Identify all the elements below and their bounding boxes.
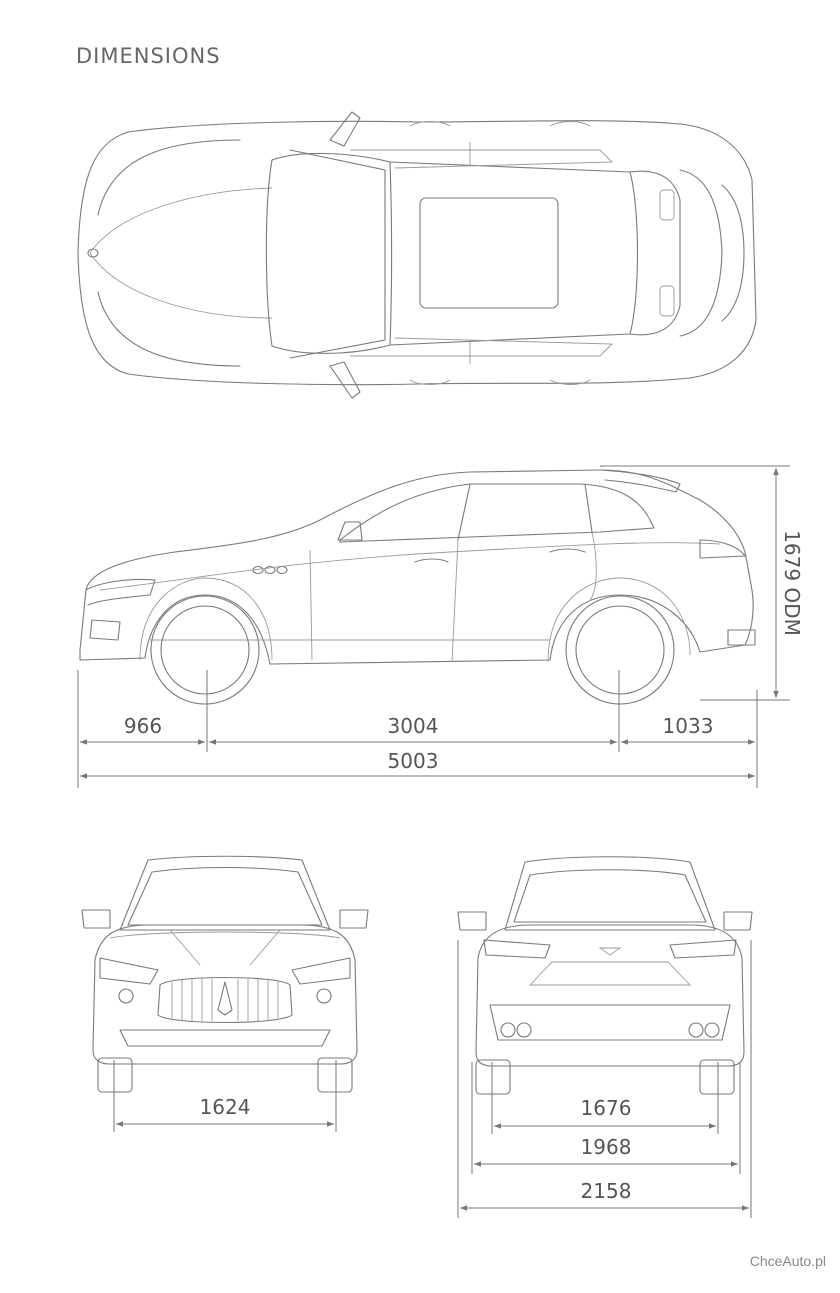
overall-length-label: 5003	[388, 749, 439, 773]
side-view	[79, 469, 756, 705]
wheelbase-label: 3004	[388, 714, 439, 738]
rear-track-label: 1676	[581, 1096, 632, 1120]
width-with-mirrors-label: 2158	[581, 1179, 632, 1203]
front-overhang-label: 966	[124, 714, 162, 738]
watermark: ChceAuto.pl	[749, 1253, 826, 1269]
top-view	[77, 111, 757, 399]
front-dimension-lines	[113, 1060, 337, 1132]
rear-dimension-lines	[457, 940, 752, 1218]
rear-view	[457, 856, 753, 1095]
front-track-label: 1624	[200, 1095, 251, 1119]
page-title: DIMENSIONS	[76, 44, 221, 68]
side-dimension-labels: 966 3004 1033 5003 1679 ODM	[124, 530, 804, 773]
width-without-mirrors-label: 1968	[581, 1135, 632, 1159]
front-view	[81, 855, 369, 1093]
height-label: 1679 ODM	[780, 530, 804, 636]
rear-overhang-label: 1033	[663, 714, 714, 738]
side-dimension-lines	[77, 465, 790, 788]
